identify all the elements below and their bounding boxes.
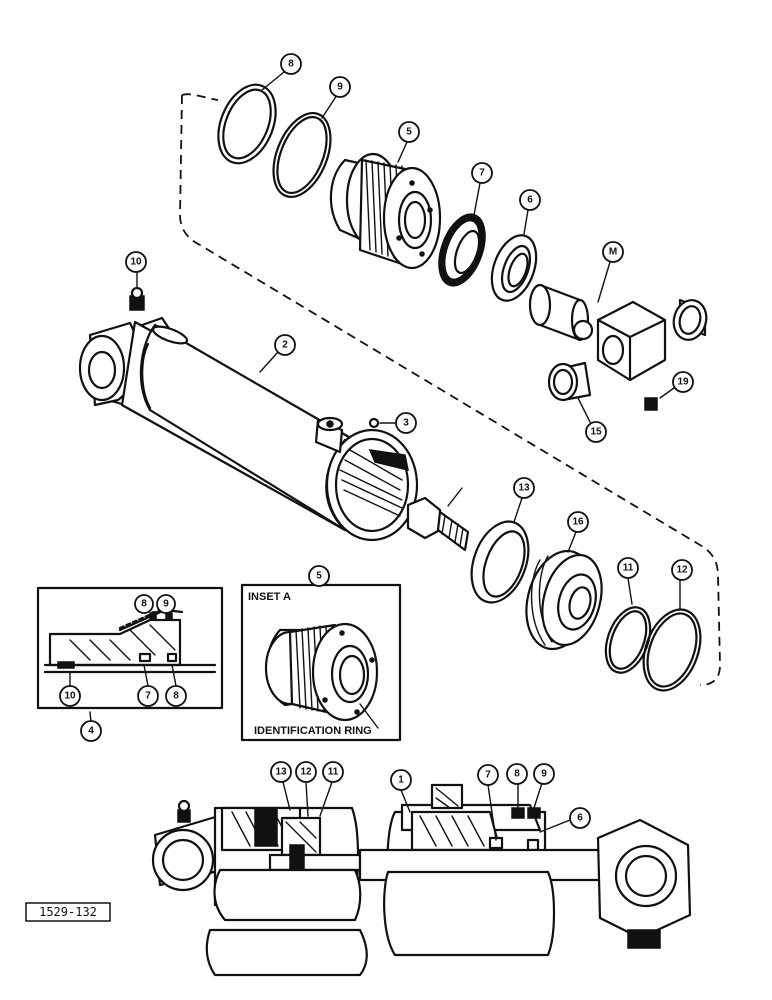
plug-3: [368, 417, 380, 429]
svg-text:7: 7: [479, 168, 485, 179]
callout-4: 4: [80, 720, 102, 742]
figure-id-label: 1529-132: [39, 905, 97, 919]
svg-text:4: 4: [88, 726, 94, 737]
callout-16: 16: [567, 511, 589, 533]
svg-text:7: 7: [145, 691, 151, 702]
svg-text:10: 10: [64, 691, 76, 702]
callout-12-mid: 12: [671, 559, 693, 581]
bushing-15: [547, 361, 592, 402]
svg-text:11: 11: [328, 767, 339, 778]
svg-text:M: M: [609, 247, 617, 258]
callout-8-bottom: 8: [506, 763, 528, 785]
callout-8b-inset: 8: [165, 685, 187, 707]
svg-text:13: 13: [275, 767, 287, 778]
callout-11-bottom: 11: [322, 761, 344, 783]
set-screw-19: [644, 397, 658, 411]
callout-10-top: 10: [125, 251, 147, 273]
callout-1-bottom: 1: [390, 769, 412, 791]
callout-7-inset: 7: [137, 685, 159, 707]
callout-13-bottom: 13: [270, 761, 292, 783]
callout-7-top: 7: [471, 162, 493, 184]
callout-8-inset: 8: [134, 594, 154, 614]
svg-text:5: 5: [316, 571, 322, 582]
grease-fitting-10: [129, 286, 145, 311]
cylinder-barrel-2: [78, 316, 419, 542]
exploded-group-boundary: [179, 93, 721, 686]
assembled-cylinder-bottom: [151, 783, 692, 977]
svg-text:19: 19: [677, 377, 689, 388]
svg-text:11: 11: [623, 563, 634, 574]
seal-7: [438, 213, 486, 287]
callout-19: 19: [672, 371, 694, 393]
ring-9-top: [272, 112, 332, 198]
callout-M: M: [602, 241, 624, 263]
svg-text:6: 6: [577, 813, 583, 824]
callout-15: 15: [585, 421, 607, 443]
callout-11-mid: 11: [617, 557, 639, 579]
svg-text:9: 9: [337, 82, 343, 93]
svg-text:12: 12: [676, 565, 688, 576]
svg-text:15: 15: [590, 427, 602, 438]
svg-text:9: 9: [163, 599, 169, 610]
identification-ring-label: IDENTIFICATION RING: [254, 725, 372, 737]
svg-text:10: 10: [130, 257, 142, 268]
piston-bolt: [406, 496, 470, 552]
threaded-head-5: [329, 152, 442, 270]
ring-12: [642, 608, 702, 692]
svg-text:8: 8: [173, 691, 179, 702]
inset-a-box: [240, 583, 402, 742]
svg-text:16: 16: [572, 517, 584, 528]
svg-text:8: 8: [288, 59, 294, 70]
callout-9-bottom: 9: [533, 763, 555, 785]
svg-text:7: 7: [485, 770, 491, 781]
piston-16: [525, 549, 603, 651]
svg-text:9: 9: [541, 769, 547, 780]
svg-text:8: 8: [514, 769, 520, 780]
callout-12-bottom: 12: [295, 761, 317, 783]
inset-a-title: INSET A: [248, 591, 291, 603]
svg-text:8: 8: [141, 599, 147, 610]
ring-11: [604, 606, 652, 674]
rod-eye-assembly-M: [528, 283, 667, 382]
ring-8-top: [217, 83, 277, 165]
svg-text:1: 1: [398, 775, 404, 786]
bushing-right: [672, 298, 708, 341]
svg-text:2: 2: [282, 340, 288, 351]
callout-6-top: 6: [519, 189, 541, 211]
inset-4-cross-section: [36, 586, 224, 710]
callout-9-inset: 9: [156, 594, 176, 614]
svg-text:6: 6: [527, 195, 533, 206]
callout-5-inset: 5: [308, 565, 330, 587]
wiper-6: [490, 234, 538, 302]
callout-10-inset: 10: [59, 685, 81, 707]
callout-2: 2: [274, 334, 296, 356]
svg-text:3: 3: [403, 418, 409, 429]
svg-text:5: 5: [406, 127, 412, 138]
callout-9-top: 9: [329, 76, 351, 98]
callout-5-top: 5: [398, 121, 420, 143]
callout-8-top: 8: [280, 53, 302, 75]
callout-13-mid: 13: [513, 477, 535, 499]
callout-3: 3: [395, 412, 417, 434]
figure-id-box: 1529-132: [25, 902, 111, 922]
callout-7-bottom: 7: [477, 764, 499, 786]
svg-text:13: 13: [518, 483, 530, 494]
svg-text:12: 12: [300, 767, 312, 778]
callout-6-bottom: 6: [569, 807, 591, 829]
